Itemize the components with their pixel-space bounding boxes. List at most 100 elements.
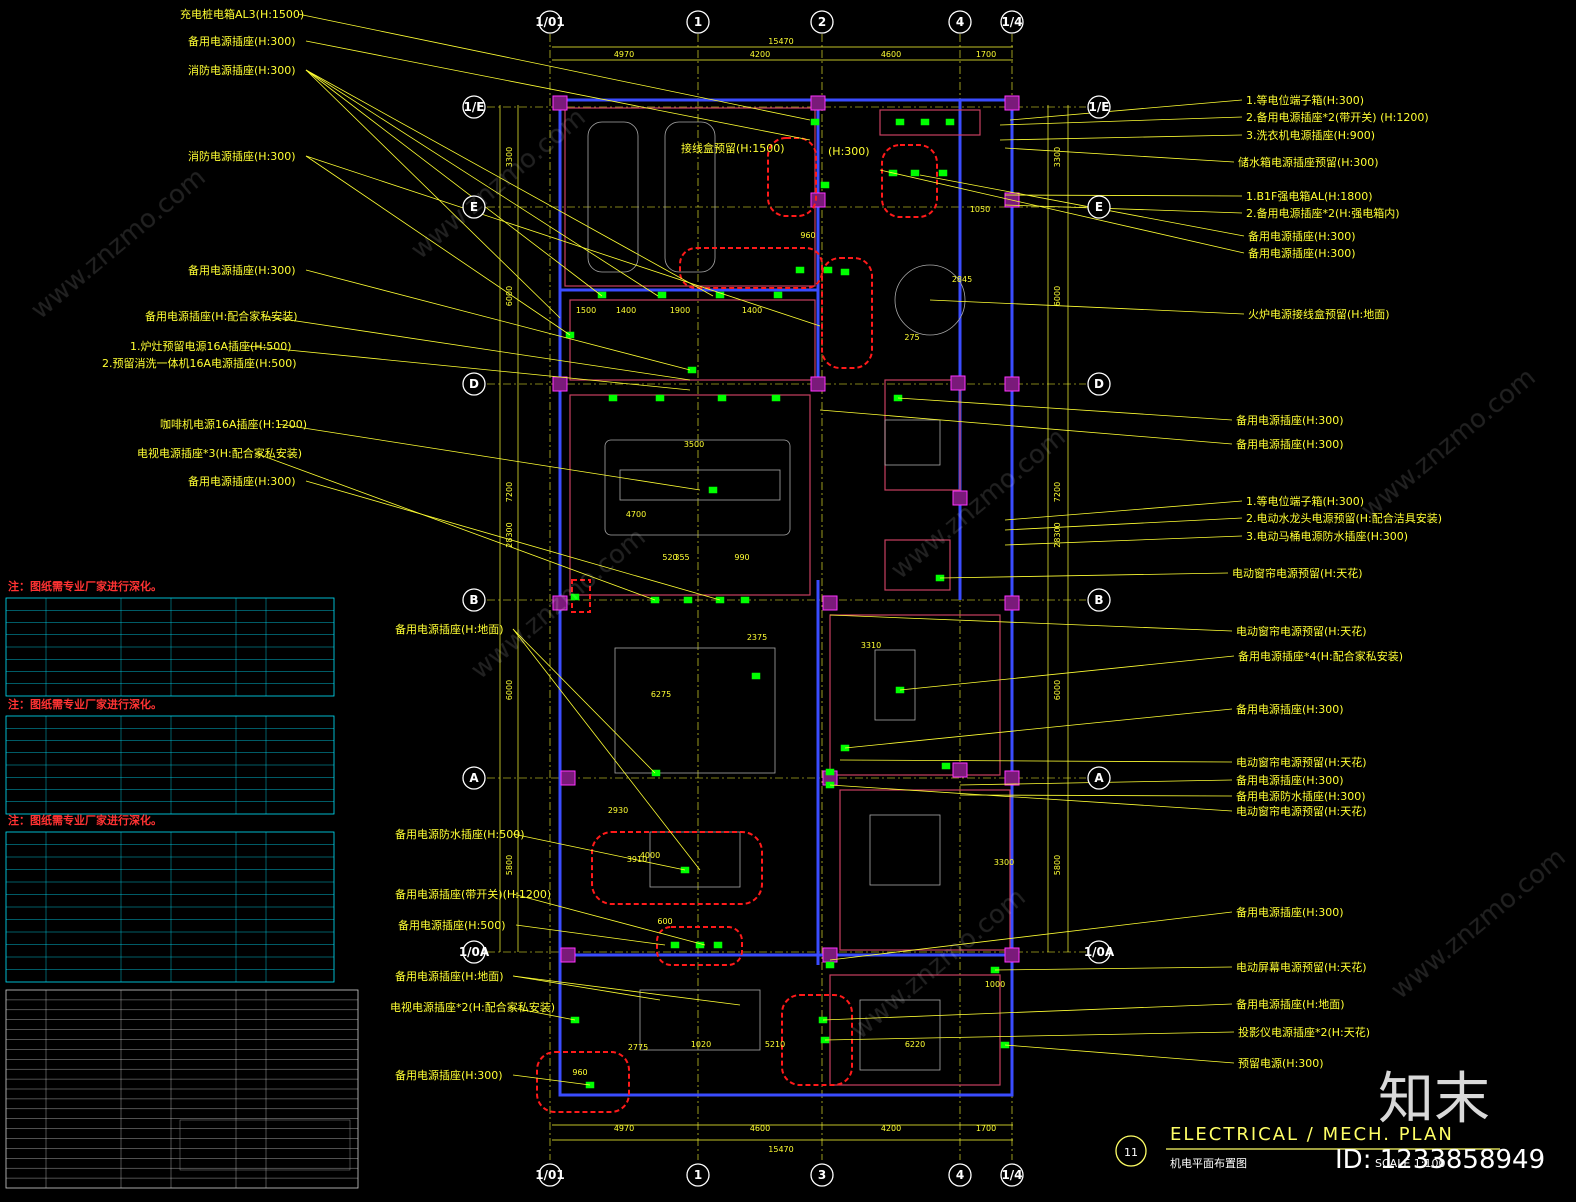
watermark-id: ID: 1233858949 bbox=[1335, 1145, 1545, 1175]
dim-inner-8: 3910 bbox=[627, 855, 647, 864]
dim-bottom-part: 4970 bbox=[614, 1124, 634, 1133]
grid-bubble-top-1-circle bbox=[686, 10, 710, 34]
grid-bubble-left-2-circle bbox=[462, 372, 486, 396]
grid-bubble-right-2-circle bbox=[1087, 372, 1111, 396]
dim-inner-22: 960 bbox=[572, 1068, 587, 1077]
dim-top-part: 4970 bbox=[614, 50, 634, 59]
grid-bubble-left-0-circle bbox=[462, 95, 486, 119]
dim-inner-25: 600 bbox=[657, 917, 672, 926]
grid-bubble-left-4-circle bbox=[462, 766, 486, 790]
dim-inner-12: 5210 bbox=[765, 1040, 785, 1049]
outlet-symbol bbox=[608, 394, 618, 402]
label-left-11: 备用电源插座(H:地面) bbox=[395, 622, 504, 636]
label-right-5: 2.备用电源插座*2(H:强电箱内) bbox=[1246, 206, 1400, 220]
outlet-symbol bbox=[651, 769, 661, 777]
label-left-12: 备用电源防水插座(H:500) bbox=[395, 827, 525, 841]
dim-inner-18: 520 bbox=[662, 553, 677, 562]
label-left-1: 备用电源插座(H:300) bbox=[188, 34, 296, 48]
dim-right-4: 6000 bbox=[1053, 680, 1062, 700]
dim-right-0: 3300 bbox=[1053, 147, 1062, 167]
label-right-7: 备用电源插座(H:300) bbox=[1248, 246, 1356, 260]
outlet-symbol bbox=[810, 118, 820, 126]
outlet-symbol bbox=[938, 169, 948, 177]
legend-area: 注：图纸需专业厂家进行深化。 注：图纸需专业厂家进行深化。 注：图纸需专业厂家进… bbox=[5, 579, 359, 1189]
outlet-symbol bbox=[751, 672, 761, 680]
dimension-lines bbox=[499, 46, 1069, 1141]
general-notes-box bbox=[179, 1119, 351, 1171]
column bbox=[952, 490, 968, 506]
outlet-symbol bbox=[771, 394, 781, 402]
grid-bubble-top-2: 2 bbox=[818, 15, 826, 29]
grid-bubble-right-4: A bbox=[1094, 771, 1104, 785]
dim-left-4: 6000 bbox=[505, 680, 514, 700]
grid-bubble-bottom-2: 3 bbox=[818, 1168, 826, 1182]
dim-bottom-part: 4600 bbox=[750, 1124, 770, 1133]
grid-bubble-bottom-1: 1 bbox=[694, 1168, 702, 1182]
title-chinese: 机电平面布置图 bbox=[1170, 1156, 1247, 1170]
dim-inner-20: 2375 bbox=[747, 633, 767, 642]
dim-inner-19: 6275 bbox=[651, 690, 671, 699]
label-right-26: 预留电源(H:300) bbox=[1238, 1056, 1324, 1070]
dim-inner-16: 990 bbox=[734, 553, 749, 562]
outlet-symbol bbox=[740, 596, 750, 604]
dim-left-1: 6000 bbox=[505, 286, 514, 306]
annotation-labels: 充电桩电箱AL3(H:1500)备用电源插座(H:300)消防电源插座(H:30… bbox=[102, 7, 1442, 1082]
column bbox=[552, 376, 568, 392]
label-right-1: 2.备用电源插座*2(带开关) (H:1200) bbox=[1246, 110, 1429, 124]
legend-note-2: 注：图纸需专业厂家进行深化。 bbox=[8, 697, 162, 711]
dim-inner-6: 2930 bbox=[608, 806, 628, 815]
column bbox=[1004, 95, 1020, 111]
column bbox=[822, 595, 838, 611]
dim-top-total: 15470 bbox=[768, 37, 793, 46]
outlet-symbol bbox=[708, 486, 718, 494]
outlet-symbol bbox=[717, 394, 727, 402]
column bbox=[810, 376, 826, 392]
label-right-2: 3.洗衣机电源插座(H:900) bbox=[1246, 128, 1375, 142]
dim-inner-0: 1500 bbox=[576, 306, 596, 315]
dim-inner-7: 4000 bbox=[640, 851, 660, 860]
dim-inner-5: 4700 bbox=[626, 510, 646, 519]
label-right-6: 备用电源插座(H:300) bbox=[1248, 229, 1356, 243]
grid-bubble-left-5-circle bbox=[462, 940, 486, 964]
outlet-symbol bbox=[687, 366, 697, 374]
outlet-symbol bbox=[910, 169, 920, 177]
column bbox=[560, 770, 576, 786]
column bbox=[560, 947, 576, 963]
label-left-13: 备用电源插座(带开关)(H:1200) bbox=[395, 887, 551, 901]
grid-bubble-right-0: 1/E bbox=[1089, 100, 1110, 114]
dim-inner-4: 3500 bbox=[684, 440, 704, 449]
grid-bubble-left-1-circle bbox=[462, 195, 486, 219]
dim-bottom-part: 4200 bbox=[881, 1124, 901, 1133]
grid-bubble-right-4-circle bbox=[1087, 766, 1111, 790]
leader-lines bbox=[247, 13, 1245, 1086]
outlet-symbol bbox=[920, 118, 930, 126]
grid-bubble-right-1: E bbox=[1095, 200, 1103, 214]
label-left-2: 消防电源插座(H:300) bbox=[188, 63, 296, 77]
dim-inner-26: 1000 bbox=[985, 980, 1005, 989]
outlet-symbol bbox=[825, 961, 835, 969]
dim-left-3: 28300 bbox=[505, 522, 514, 547]
label-right-0: 1.等电位端子箱(H:300) bbox=[1246, 93, 1364, 107]
dim-inner-11: 3300 bbox=[994, 858, 1014, 867]
label-right-20: 备用电源防水插座(H:300) bbox=[1236, 789, 1366, 803]
grid-bubble-bottom-1-circle bbox=[686, 1163, 710, 1187]
grid-bubble-right-3: B bbox=[1094, 593, 1103, 607]
legend-table-rows bbox=[6, 598, 358, 1188]
label-right-9: 备用电源插座(H:300) bbox=[1236, 413, 1344, 427]
outlet-symbol bbox=[657, 291, 667, 299]
grid-bubble-left-5: 1/0A bbox=[459, 945, 490, 959]
label-left-8: 咖啡机电源16A插座(H:1200) bbox=[160, 417, 307, 431]
outlet-symbol bbox=[795, 266, 805, 274]
label-left-16: 电视电源插座*2(H:配合家私安装) bbox=[390, 1000, 555, 1014]
outlet-symbol bbox=[655, 394, 665, 402]
outlet-symbol bbox=[945, 118, 955, 126]
dim-top-part: 4600 bbox=[881, 50, 901, 59]
dim-right-5: 5800 bbox=[1053, 855, 1062, 875]
dim-inner-3: 1400 bbox=[616, 306, 636, 315]
label-right-12: 2.电动水龙头电源预留(H:配合洁具安装) bbox=[1246, 511, 1442, 525]
outlet-symbol bbox=[895, 118, 905, 126]
